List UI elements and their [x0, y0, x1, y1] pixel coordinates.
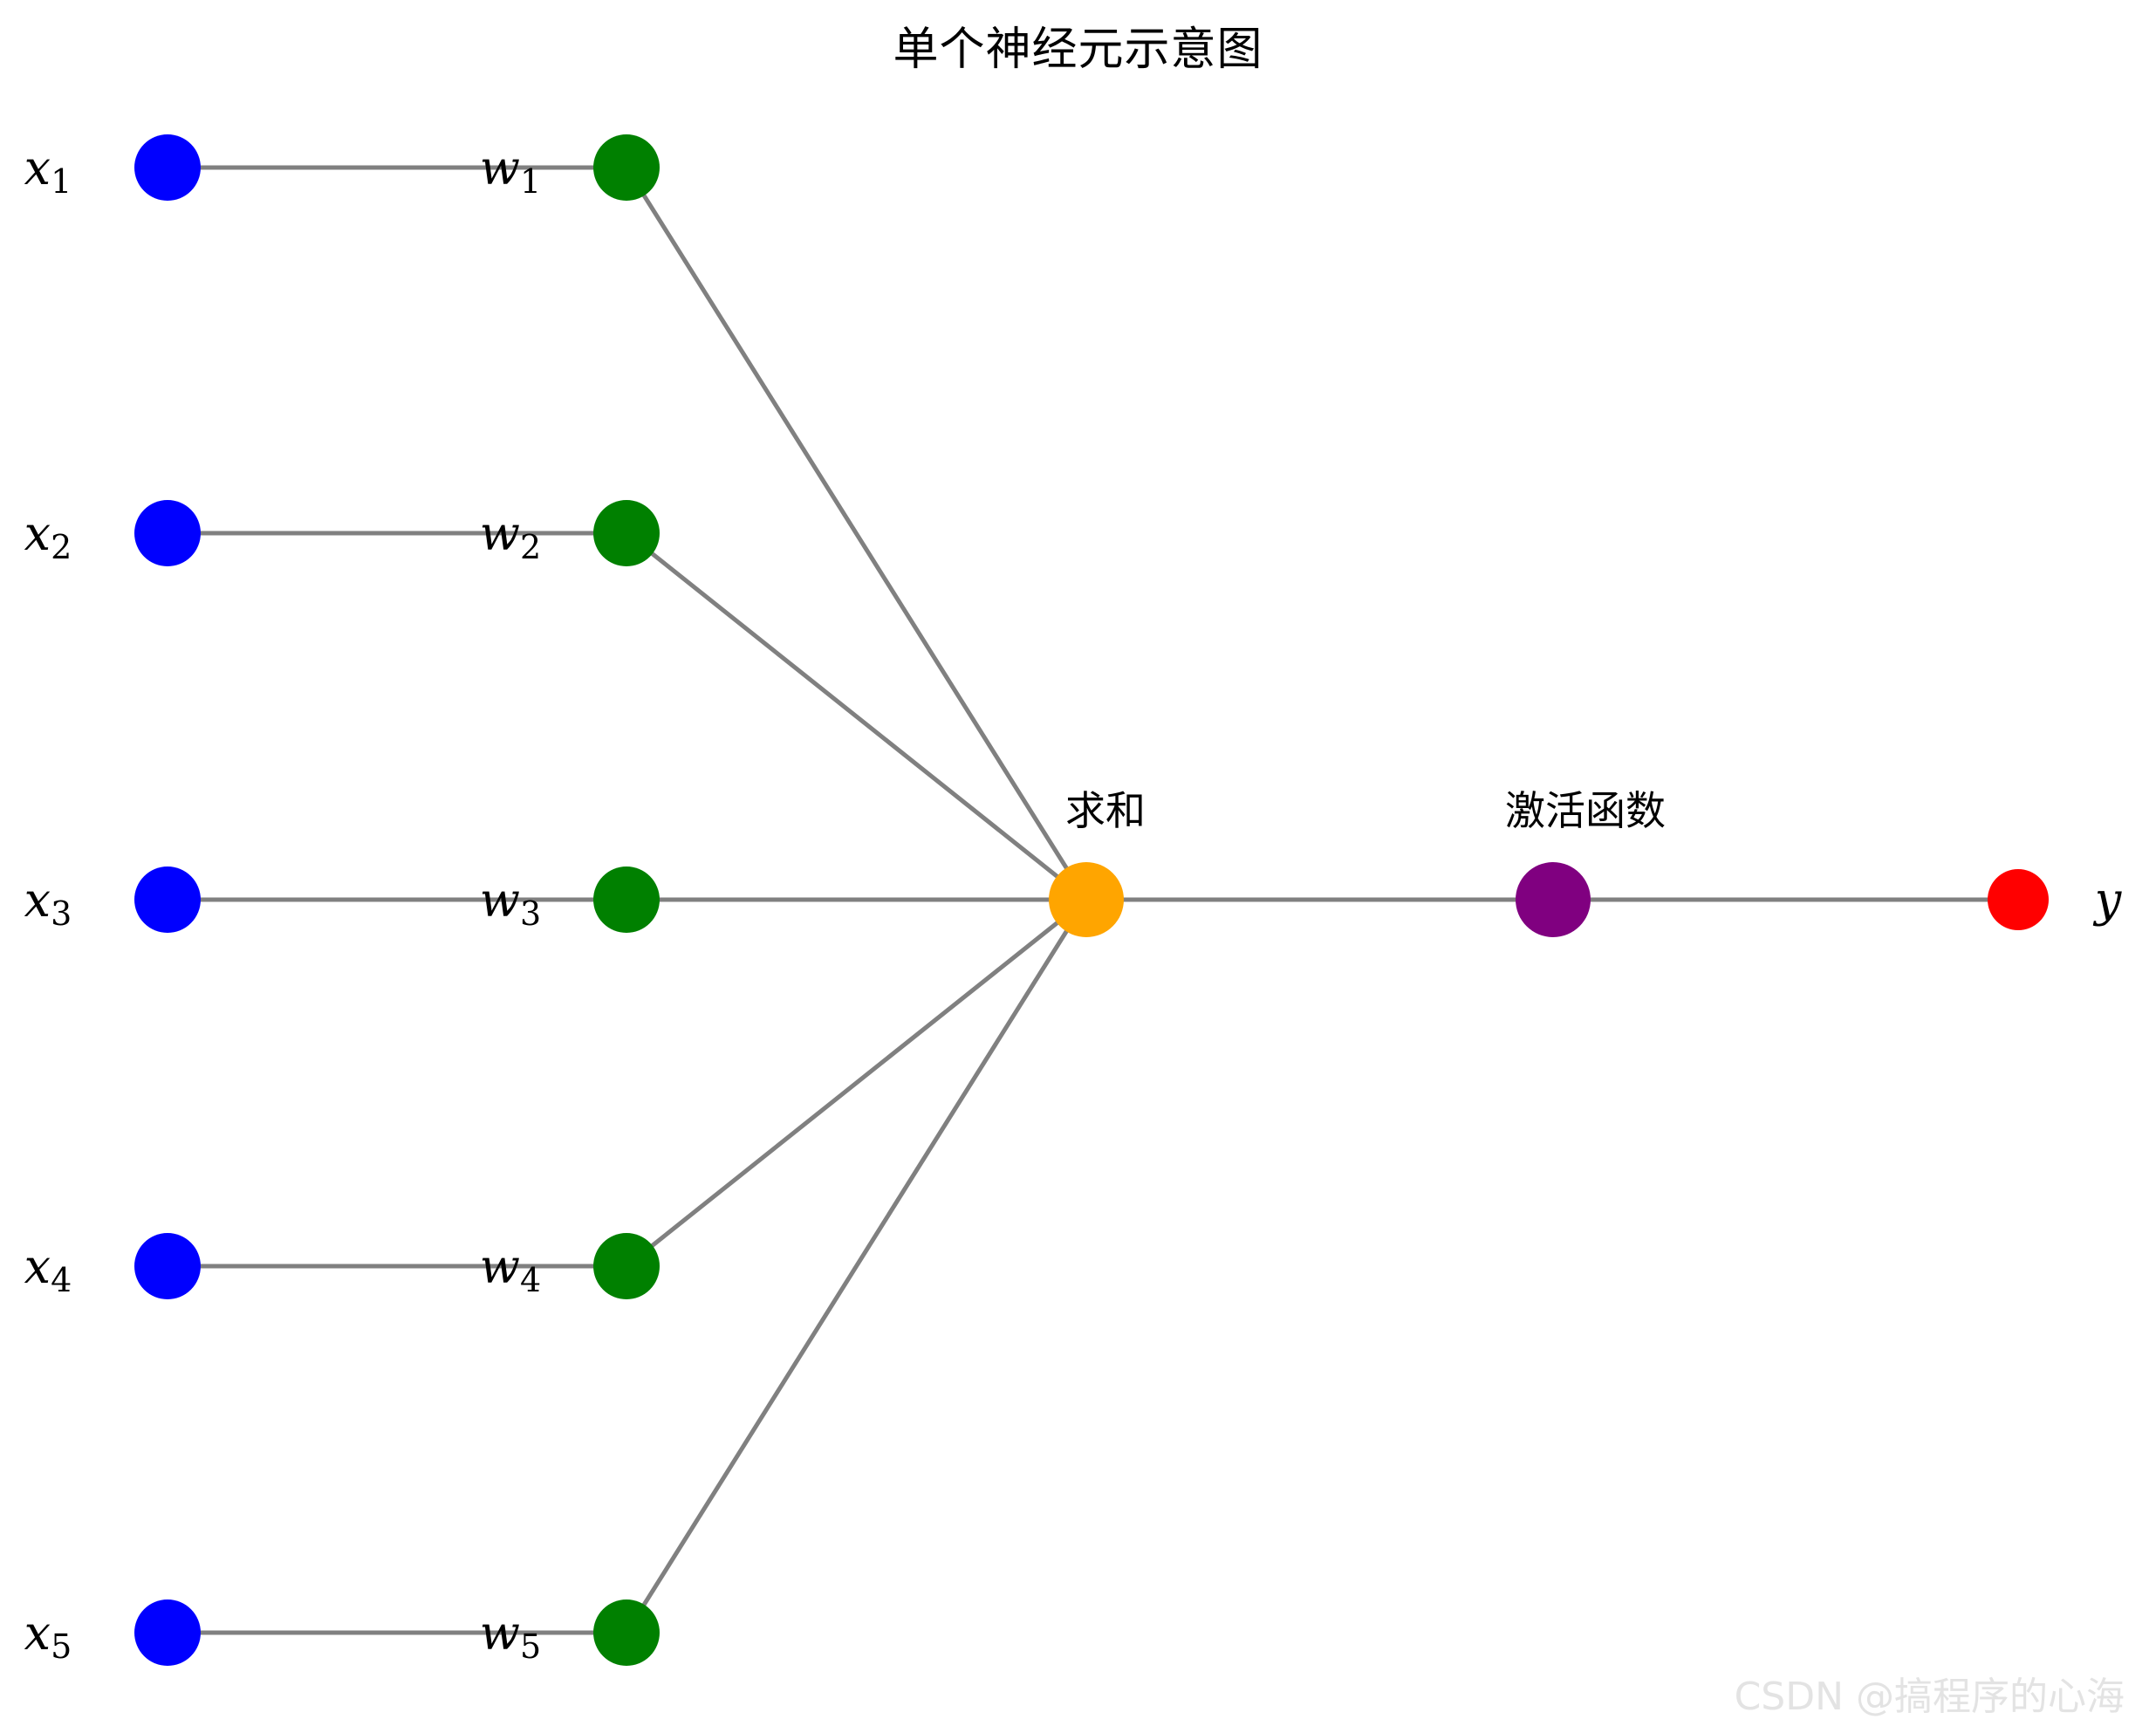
node-w1[interactable] [593, 134, 660, 201]
node-activation[interactable] [1516, 862, 1591, 937]
node-x5[interactable] [134, 1599, 201, 1666]
label-w1: w1 [480, 140, 541, 202]
node-x3[interactable] [134, 866, 201, 933]
node-x4[interactable] [134, 1233, 201, 1299]
page-title: 单个神经元示意图 [893, 24, 1263, 76]
node-sum[interactable] [1049, 862, 1124, 937]
label-w3-base: w [480, 873, 520, 928]
label-w5: w5 [480, 1606, 541, 1667]
label-w1-base: w [480, 140, 520, 195]
node-w3[interactable] [593, 866, 660, 933]
node-labels-layer: x1x2x3x4x5w1w2w3w4w5求和激活函数y [24, 140, 2123, 1667]
label-w4-base: w [480, 1239, 520, 1294]
label-w4-subscript: 4 [520, 1261, 541, 1299]
label-x4-subscript: 4 [51, 1261, 72, 1299]
label-x2: x2 [24, 506, 72, 567]
label-w5-base: w [480, 1606, 520, 1661]
node-w4[interactable] [593, 1233, 660, 1299]
node-x2[interactable] [134, 500, 201, 566]
label-w2-base: w [480, 506, 520, 561]
node-w2[interactable] [593, 500, 660, 566]
label-x3: x3 [24, 873, 72, 934]
label-x3-base: x [24, 873, 51, 928]
edge-w5-sum [624, 898, 1089, 1634]
edge-w1-sum [624, 166, 1089, 901]
label-sum: 求和 [1065, 787, 1146, 834]
nodes-layer [134, 134, 2049, 1666]
node-y[interactable] [1988, 869, 2049, 930]
label-w2: w2 [480, 506, 541, 567]
label-w4: w4 [480, 1239, 541, 1300]
label-x4: x4 [24, 1239, 72, 1300]
label-w3-subscript: 3 [520, 894, 541, 933]
label-activation: 激活函数 [1505, 787, 1666, 834]
label-x2-base: x [24, 506, 51, 561]
label-y: y [2093, 873, 2123, 928]
label-w3: w3 [480, 873, 541, 934]
label-w1-subscript: 1 [520, 162, 541, 201]
label-w2-subscript: 2 [520, 528, 541, 566]
edges-layer [168, 165, 2018, 1635]
node-x1[interactable] [134, 134, 201, 201]
edge-w4-sum [625, 898, 1088, 1268]
node-w5[interactable] [593, 1599, 660, 1666]
label-x4-base: x [24, 1239, 51, 1294]
csdn-watermark: CSDN @搞程序的心海 [1734, 1675, 2125, 1719]
label-x3-subscript: 3 [51, 894, 72, 933]
label-x1-subscript: 1 [51, 162, 72, 201]
label-x1: x1 [24, 140, 72, 202]
label-x5-base: x [24, 1606, 51, 1661]
edge-w2-sum [625, 531, 1088, 901]
label-x2-subscript: 2 [51, 528, 72, 566]
label-w5-subscript: 5 [520, 1627, 541, 1666]
label-x1-base: x [24, 140, 51, 195]
label-x5: x5 [24, 1606, 72, 1667]
label-x5-subscript: 5 [51, 1627, 72, 1666]
